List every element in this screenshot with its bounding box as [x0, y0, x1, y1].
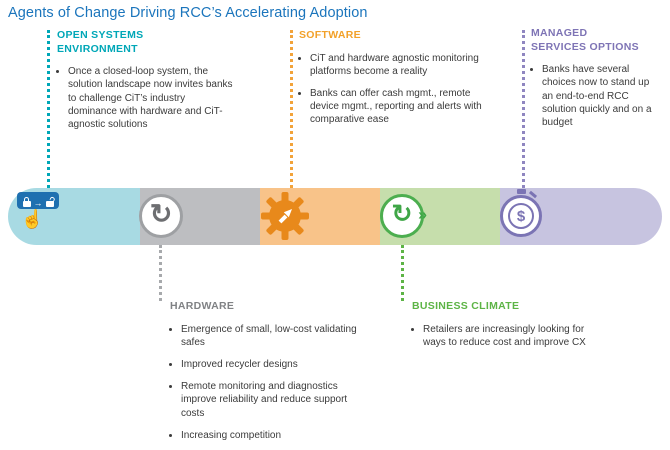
lock-unlock-badge: → — [17, 192, 59, 209]
bullet-item: Remote monitoring and diagnostics improv… — [181, 380, 368, 420]
section-title-line: MANAGED — [531, 27, 588, 39]
managed-stopwatch-icon: $ — [500, 189, 542, 237]
section-title: SOFTWARE — [299, 29, 489, 43]
bullet-list: Banks have several choices now to stand … — [531, 63, 659, 129]
section-title: MANAGED SERVICES OPTIONS — [531, 27, 659, 54]
bullet-item: Banks can offer cash mgmt., remote devic… — [310, 87, 489, 127]
bullet-list: CiT and hardware agnostic monitoring pla… — [299, 52, 489, 127]
bullet-list: Retailers are increasingly looking for w… — [412, 323, 600, 349]
leader-line-hardware — [159, 245, 162, 301]
icon-ring: ↻ — [139, 194, 183, 238]
section-title: OPEN SYSTEMS ENVIRONMENT — [57, 29, 235, 56]
section-title-line: SOFTWARE — [299, 29, 361, 41]
gear-icon — [261, 192, 309, 240]
arrow-icon: → — [33, 198, 43, 208]
bullet-item: Improved recycler designs — [181, 358, 368, 371]
section-title-line: SERVICES OPTIONS — [531, 40, 639, 53]
bullet-item: Retailers are increasingly looking for w… — [423, 323, 600, 349]
closed-lock-icon — [22, 197, 31, 207]
section-hardware: HARDWARE Emergence of small, low-cost va… — [170, 300, 368, 450]
leader-line-open-systems — [47, 30, 50, 188]
open-lock-icon — [45, 201, 54, 207]
cycle-arrows-icon: ↻ — [391, 200, 413, 228]
section-title: BUSINESS CLIMATE — [412, 300, 600, 314]
stopwatch-body-icon: $ — [500, 189, 542, 237]
section-business-climate: BUSINESS CLIMATE Retailers are increasin… — [412, 300, 600, 358]
section-title-line: HARDWARE — [170, 300, 235, 312]
section-title-line: BUSINESS CLIMATE — [412, 300, 520, 312]
section-managed-services: MANAGED SERVICES OPTIONS Banks have seve… — [531, 27, 659, 138]
bullet-item: Once a closed-loop system, the solution … — [68, 65, 235, 131]
bullet-item: Banks have several choices now to stand … — [542, 63, 659, 129]
section-title-line: OPEN SYSTEMS — [57, 29, 144, 41]
business-cash-cycle-icon: ↻ » — [380, 194, 427, 238]
leader-line-software — [290, 30, 293, 188]
bullet-list: Emergence of small, low-cost validating … — [170, 323, 368, 442]
page-title: Agents of Change Driving RCC’s Accelerat… — [8, 5, 368, 21]
leader-line-business — [401, 245, 404, 301]
bullet-item: CiT and hardware agnostic monitoring pla… — [310, 52, 489, 78]
chevrons-icon: » — [418, 206, 427, 224]
cycle-arrows-icon: ↻ — [149, 199, 173, 229]
open-lock-hand-icon: → ☝ — [17, 192, 65, 228]
bullet-list: Once a closed-loop system, the solution … — [57, 65, 235, 131]
pointing-hand-icon: ☝ — [21, 209, 44, 229]
timeline-bar — [8, 188, 662, 245]
software-gear-icon — [260, 191, 310, 246]
dollar-icon: $ — [508, 203, 534, 229]
bullet-item: Increasing competition — [181, 429, 368, 442]
section-title: HARDWARE — [170, 300, 368, 314]
leader-line-managed — [522, 30, 525, 188]
section-open-systems: OPEN SYSTEMS ENVIRONMENT Once a closed-l… — [57, 29, 235, 140]
hardware-cycle-icon: ↻ — [139, 194, 183, 238]
section-title-line: ENVIRONMENT — [57, 42, 138, 55]
icon-ring: ↻ » — [380, 194, 427, 238]
section-software: SOFTWARE CiT and hardware agnostic monit… — [299, 29, 489, 136]
bullet-item: Emergence of small, low-cost validating … — [181, 323, 368, 349]
